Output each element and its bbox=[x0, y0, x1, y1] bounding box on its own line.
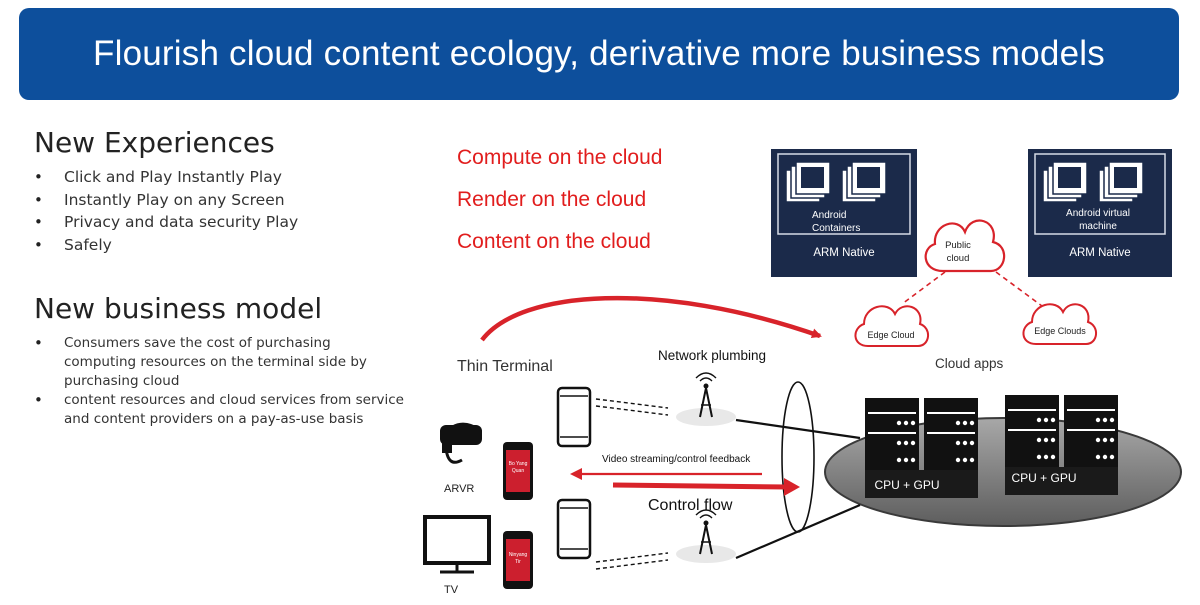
tv-label: TV bbox=[444, 584, 459, 596]
public-cloud-icon: Public cloud bbox=[924, 219, 1006, 273]
control-flow-label: Control flow bbox=[648, 497, 733, 514]
new-experiences-list: Click and Play Instantly Play Instantly … bbox=[34, 166, 298, 256]
page-title: Flourish cloud content ecology, derivati… bbox=[93, 34, 1105, 73]
new-experiences-heading: New Experiences bbox=[34, 126, 275, 159]
control-flow-arrow bbox=[612, 478, 800, 496]
public-cloud-label: Public bbox=[945, 240, 971, 251]
android-vm-label: Android virtual bbox=[1066, 208, 1130, 219]
cloud-link bbox=[995, 271, 1043, 307]
android-containers-label: Android bbox=[812, 210, 846, 221]
cpu-gpu-label: CPU + GPU bbox=[1011, 471, 1076, 485]
tv-icon bbox=[423, 515, 491, 574]
render-on-cloud-text: Render on the cloud bbox=[457, 188, 647, 211]
phone-red-screen-icon: Ninyang Tir bbox=[503, 531, 533, 589]
vr-headset-icon bbox=[440, 422, 482, 464]
title-banner: Flourish cloud content ecology, derivati… bbox=[19, 8, 1179, 100]
edge-cloud-label: Edge Cloud bbox=[867, 330, 914, 340]
cpu-gpu-box: CPU + GPU bbox=[865, 470, 978, 498]
video-streaming-arrow bbox=[570, 468, 762, 480]
list-item: Safely bbox=[34, 234, 298, 257]
list-item: Consumers save the cost of purchasing co… bbox=[34, 334, 404, 391]
edge-cloud-icon: Edge Cloud bbox=[854, 305, 929, 347]
edge-clouds-label: Edge Clouds bbox=[1034, 326, 1086, 336]
big-red-arc-arrow bbox=[480, 295, 822, 342]
phone-icon bbox=[556, 386, 592, 448]
cpu-gpu-label: CPU + GPU bbox=[874, 478, 939, 492]
list-item: Privacy and data security Play bbox=[34, 211, 298, 234]
public-cloud-label: cloud bbox=[947, 253, 970, 264]
antenna-tower-icon bbox=[676, 372, 736, 426]
stack-icon bbox=[785, 161, 887, 203]
cpu-gpu-box: CPU + GPU bbox=[1005, 467, 1118, 495]
network-plumbing-label: Network plumbing bbox=[658, 348, 766, 363]
thin-terminal-label: Thin Terminal bbox=[457, 358, 553, 375]
list-item: Click and Play Instantly Play bbox=[34, 166, 298, 189]
android-vm-label: machine bbox=[1079, 221, 1117, 232]
phone-icon bbox=[556, 498, 592, 560]
arvr-label: ARVR bbox=[444, 483, 474, 495]
android-vm-box: Android virtual machine ARM Native bbox=[1028, 149, 1172, 277]
antenna-tower-icon bbox=[676, 509, 736, 563]
arm-native-label: ARM Native bbox=[813, 247, 874, 259]
phone-screen-text: Quan bbox=[512, 468, 524, 474]
stack-icon bbox=[1042, 161, 1144, 203]
android-containers-label: Containers bbox=[812, 223, 860, 234]
server-rack-icon bbox=[865, 395, 1118, 470]
new-business-model-heading: New business model bbox=[34, 292, 323, 325]
phone-screen-text: Tir bbox=[515, 559, 521, 565]
content-on-cloud-text: Content on the cloud bbox=[457, 230, 651, 253]
phone-red-screen-icon: Bo Yang Quan bbox=[503, 442, 533, 500]
edge-clouds-icon: Edge Clouds bbox=[1022, 303, 1097, 345]
compute-on-cloud-text: Compute on the cloud bbox=[457, 146, 663, 169]
video-streaming-label: Video streaming/control feedback bbox=[602, 454, 751, 465]
phone-screen-text: Bo Yang bbox=[509, 461, 528, 467]
network-lines bbox=[595, 381, 861, 570]
new-business-model-list: Consumers save the cost of purchasing co… bbox=[34, 334, 404, 429]
list-item: Instantly Play on any Screen bbox=[34, 189, 298, 212]
list-item: content resources and cloud services fro… bbox=[34, 391, 404, 429]
phone-screen-text: Ninyang bbox=[509, 552, 528, 558]
cloud-apps-label: Cloud apps bbox=[935, 356, 1004, 371]
android-containers-box: Android Containers ARM Native bbox=[771, 149, 917, 277]
cloud-architecture-diagram: Android Containers ARM Native Android vi… bbox=[423, 149, 1182, 596]
arm-native-label: ARM Native bbox=[1069, 247, 1130, 259]
